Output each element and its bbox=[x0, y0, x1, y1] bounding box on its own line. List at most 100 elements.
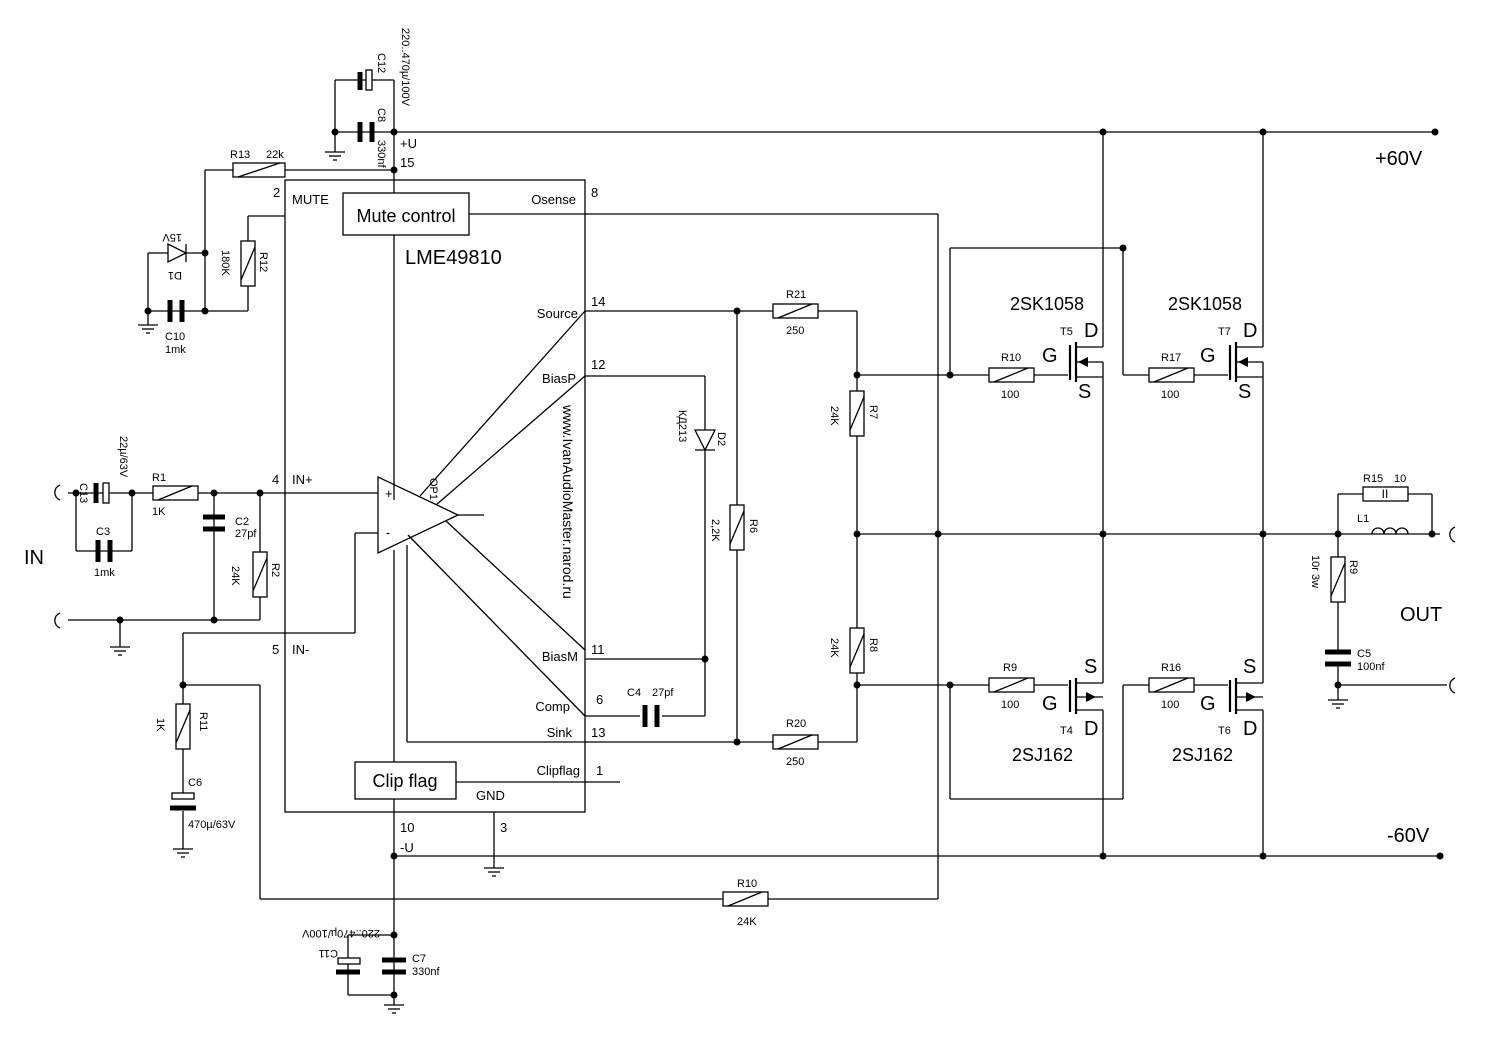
t5-mosfet bbox=[1068, 132, 1104, 534]
t7-ref: T7 bbox=[1218, 326, 1231, 338]
t7-part: 2SK1058 bbox=[1168, 294, 1242, 314]
t6-drain-pin: D bbox=[1243, 718, 1257, 740]
c12-ref: C12 bbox=[375, 53, 387, 73]
r17-ref: R17 bbox=[1161, 352, 1181, 364]
pos-rail-label: +60V bbox=[1375, 148, 1423, 170]
c3-value: 1mk bbox=[94, 567, 115, 579]
t7-mosfet bbox=[1228, 132, 1264, 534]
r20-value: 250 bbox=[786, 756, 804, 768]
r12-ref: R12 bbox=[257, 252, 269, 272]
pin-sink-number: 13 bbox=[591, 725, 605, 740]
t4-part: 2SJ162 bbox=[1012, 745, 1073, 765]
d1-zener bbox=[167, 242, 188, 264]
c13-value: 22µ/63V bbox=[117, 436, 129, 478]
pin-comp-name: Comp bbox=[535, 699, 570, 714]
ic-outline bbox=[284, 179, 586, 813]
r11-value: 1K bbox=[154, 718, 166, 732]
r17-value: 100 bbox=[1161, 389, 1179, 401]
c11-ref: C11 bbox=[319, 947, 338, 959]
r9b-value: 10r 3w bbox=[1309, 555, 1321, 588]
r15-inner: II bbox=[1382, 487, 1389, 501]
c2-value: 27pf bbox=[235, 528, 257, 540]
c2-ref: C2 bbox=[235, 516, 249, 528]
d2-ref: D2 bbox=[715, 432, 727, 446]
c10-ref: C10 bbox=[165, 331, 185, 343]
pin-mute-number: 2 bbox=[273, 185, 280, 200]
r10a-ref: R10 bbox=[1001, 352, 1021, 364]
opamp-triangle bbox=[377, 475, 460, 555]
r12-value: 180K bbox=[219, 250, 231, 276]
t6-source-pin: S bbox=[1243, 656, 1256, 678]
r9a-ref: R9 bbox=[1003, 662, 1017, 674]
r10b-ref: R10 bbox=[737, 878, 757, 890]
r9a-value: 100 bbox=[1001, 699, 1019, 711]
c3-ref: C3 bbox=[96, 526, 110, 538]
c10-value: 1mk bbox=[165, 344, 186, 356]
r8-value: 24K bbox=[828, 638, 840, 658]
c6-value: 470µ/63V bbox=[188, 819, 236, 831]
r2-value: 24K bbox=[229, 566, 241, 586]
r6-ref: R6 bbox=[747, 519, 759, 533]
r15-value: 10 bbox=[1394, 473, 1406, 485]
pin-sink-name: Sink bbox=[547, 725, 573, 740]
t5-drain-pin: D bbox=[1084, 320, 1098, 342]
r1-value: 1K bbox=[152, 506, 166, 518]
chip-name: LME49810 bbox=[405, 247, 502, 269]
l1-coil bbox=[1371, 527, 1409, 535]
r11-ref: R11 bbox=[197, 712, 209, 731]
t4-drain-pin: D bbox=[1084, 718, 1098, 740]
c8-ref: C8 bbox=[375, 108, 387, 122]
r10a-value: 100 bbox=[1001, 389, 1019, 401]
l1-ref: L1 bbox=[1357, 513, 1369, 525]
r8-ref: R8 bbox=[867, 638, 879, 652]
clip-flag-label: Clip flag bbox=[372, 771, 437, 791]
pin-minus-u-name: -U bbox=[400, 840, 414, 855]
r10b-value: 24K bbox=[737, 916, 757, 928]
t4-source-pin: S bbox=[1084, 656, 1097, 678]
pin-in-minus-name: IN- bbox=[292, 642, 309, 657]
c12-c8-rating: 220..470µ/100V bbox=[399, 28, 411, 107]
r20-ref: R20 bbox=[786, 718, 806, 730]
d2-value: КД213 bbox=[676, 410, 688, 442]
r16-ref: R16 bbox=[1161, 662, 1181, 674]
pin-biasp-name: BiasP bbox=[542, 371, 576, 386]
opamp-plus: + bbox=[385, 486, 393, 501]
t4-ref: T4 bbox=[1060, 725, 1073, 737]
r2-ref: R2 bbox=[269, 563, 281, 577]
t7-source-pin: S bbox=[1238, 381, 1251, 403]
opamp-minus: - bbox=[386, 525, 390, 540]
r7-value: 24K bbox=[828, 406, 840, 426]
r21-ref: R21 bbox=[786, 289, 806, 301]
c11-c7-rating: 220..470µ/100V bbox=[301, 927, 380, 939]
c7-ref: C7 bbox=[412, 953, 426, 965]
r15-ref: R15 bbox=[1363, 473, 1383, 485]
pin-biasm-number: 11 bbox=[591, 642, 605, 657]
pin-minus-u-number: 10 bbox=[400, 820, 414, 835]
pin-source-name: Source bbox=[537, 306, 578, 321]
pin-plus-u-number: 15 bbox=[400, 155, 414, 170]
pin-source-number: 14 bbox=[591, 294, 605, 309]
t6-gate-pin: G bbox=[1200, 693, 1216, 715]
t4-mosfet bbox=[1068, 534, 1104, 856]
pin-biasm-name: BiasM bbox=[542, 649, 578, 664]
t4-gate-pin: G bbox=[1042, 693, 1058, 715]
t6-ref: T6 bbox=[1218, 725, 1231, 737]
r1-ref: R1 bbox=[152, 472, 166, 484]
t6-part: 2SJ162 bbox=[1172, 745, 1233, 765]
pin-in-plus-number: 4 bbox=[272, 472, 279, 487]
r13-value: 22k bbox=[266, 149, 284, 161]
c13-ref: C13 bbox=[77, 483, 89, 503]
output-label: OUT bbox=[1400, 604, 1442, 626]
pin-osense-number: 8 bbox=[591, 185, 598, 200]
pin-mute-name: MUTE bbox=[292, 192, 329, 207]
website-url: www.IvanAudioMaster.narod.ru bbox=[560, 404, 576, 599]
pin-osense-name: Osense bbox=[531, 192, 576, 207]
clip-flag-block bbox=[354, 761, 457, 800]
pin-comp-number: 6 bbox=[596, 692, 603, 707]
c8-value: 330nf bbox=[375, 140, 387, 168]
r9b-ref: R9 bbox=[1347, 560, 1359, 574]
pin-plus-u-name: +U bbox=[400, 136, 417, 151]
t7-drain-pin: D bbox=[1243, 320, 1257, 342]
input-label: IN bbox=[24, 547, 44, 569]
